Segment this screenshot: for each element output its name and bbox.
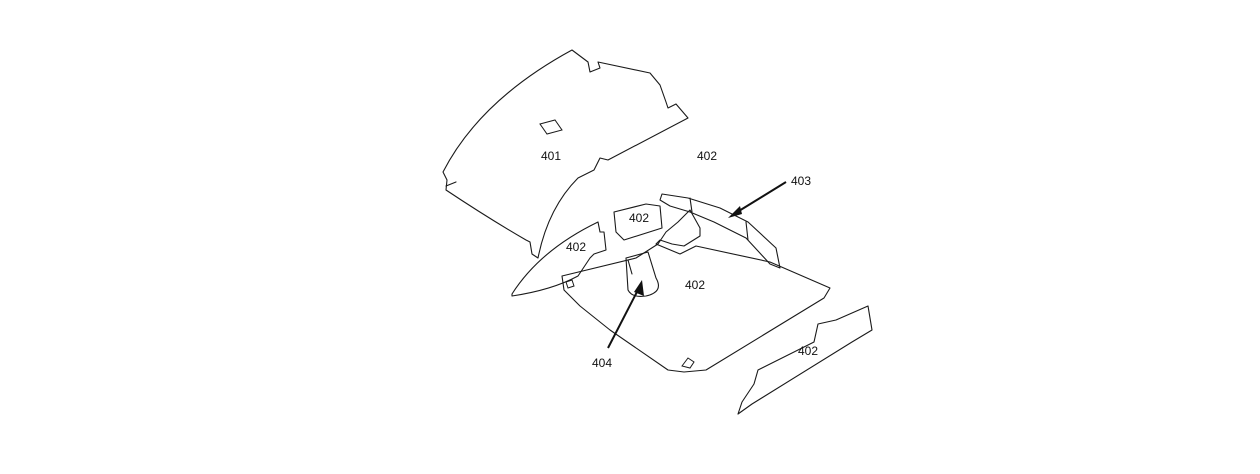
funnel-404 — [625, 251, 659, 297]
label-402-floor: 402 — [685, 278, 705, 292]
ridge-strip-403 — [659, 193, 781, 269]
leader-404 — [607, 280, 644, 349]
label-403: 403 — [791, 174, 811, 188]
panel-402-floor — [561, 209, 831, 373]
label-402-inner: 402 — [629, 211, 649, 225]
panel-401 — [442, 49, 689, 259]
label-402-left: 402 — [566, 240, 586, 254]
leader-403 — [728, 181, 787, 218]
panel-402-left — [511, 221, 607, 297]
label-402-center: 402 — [697, 149, 717, 163]
panel-402-right — [737, 305, 873, 415]
panel-402-inner — [613, 203, 663, 241]
label-401: 401 — [541, 149, 561, 163]
label-404: 404 — [592, 356, 612, 370]
label-402-right: 402 — [798, 344, 818, 358]
